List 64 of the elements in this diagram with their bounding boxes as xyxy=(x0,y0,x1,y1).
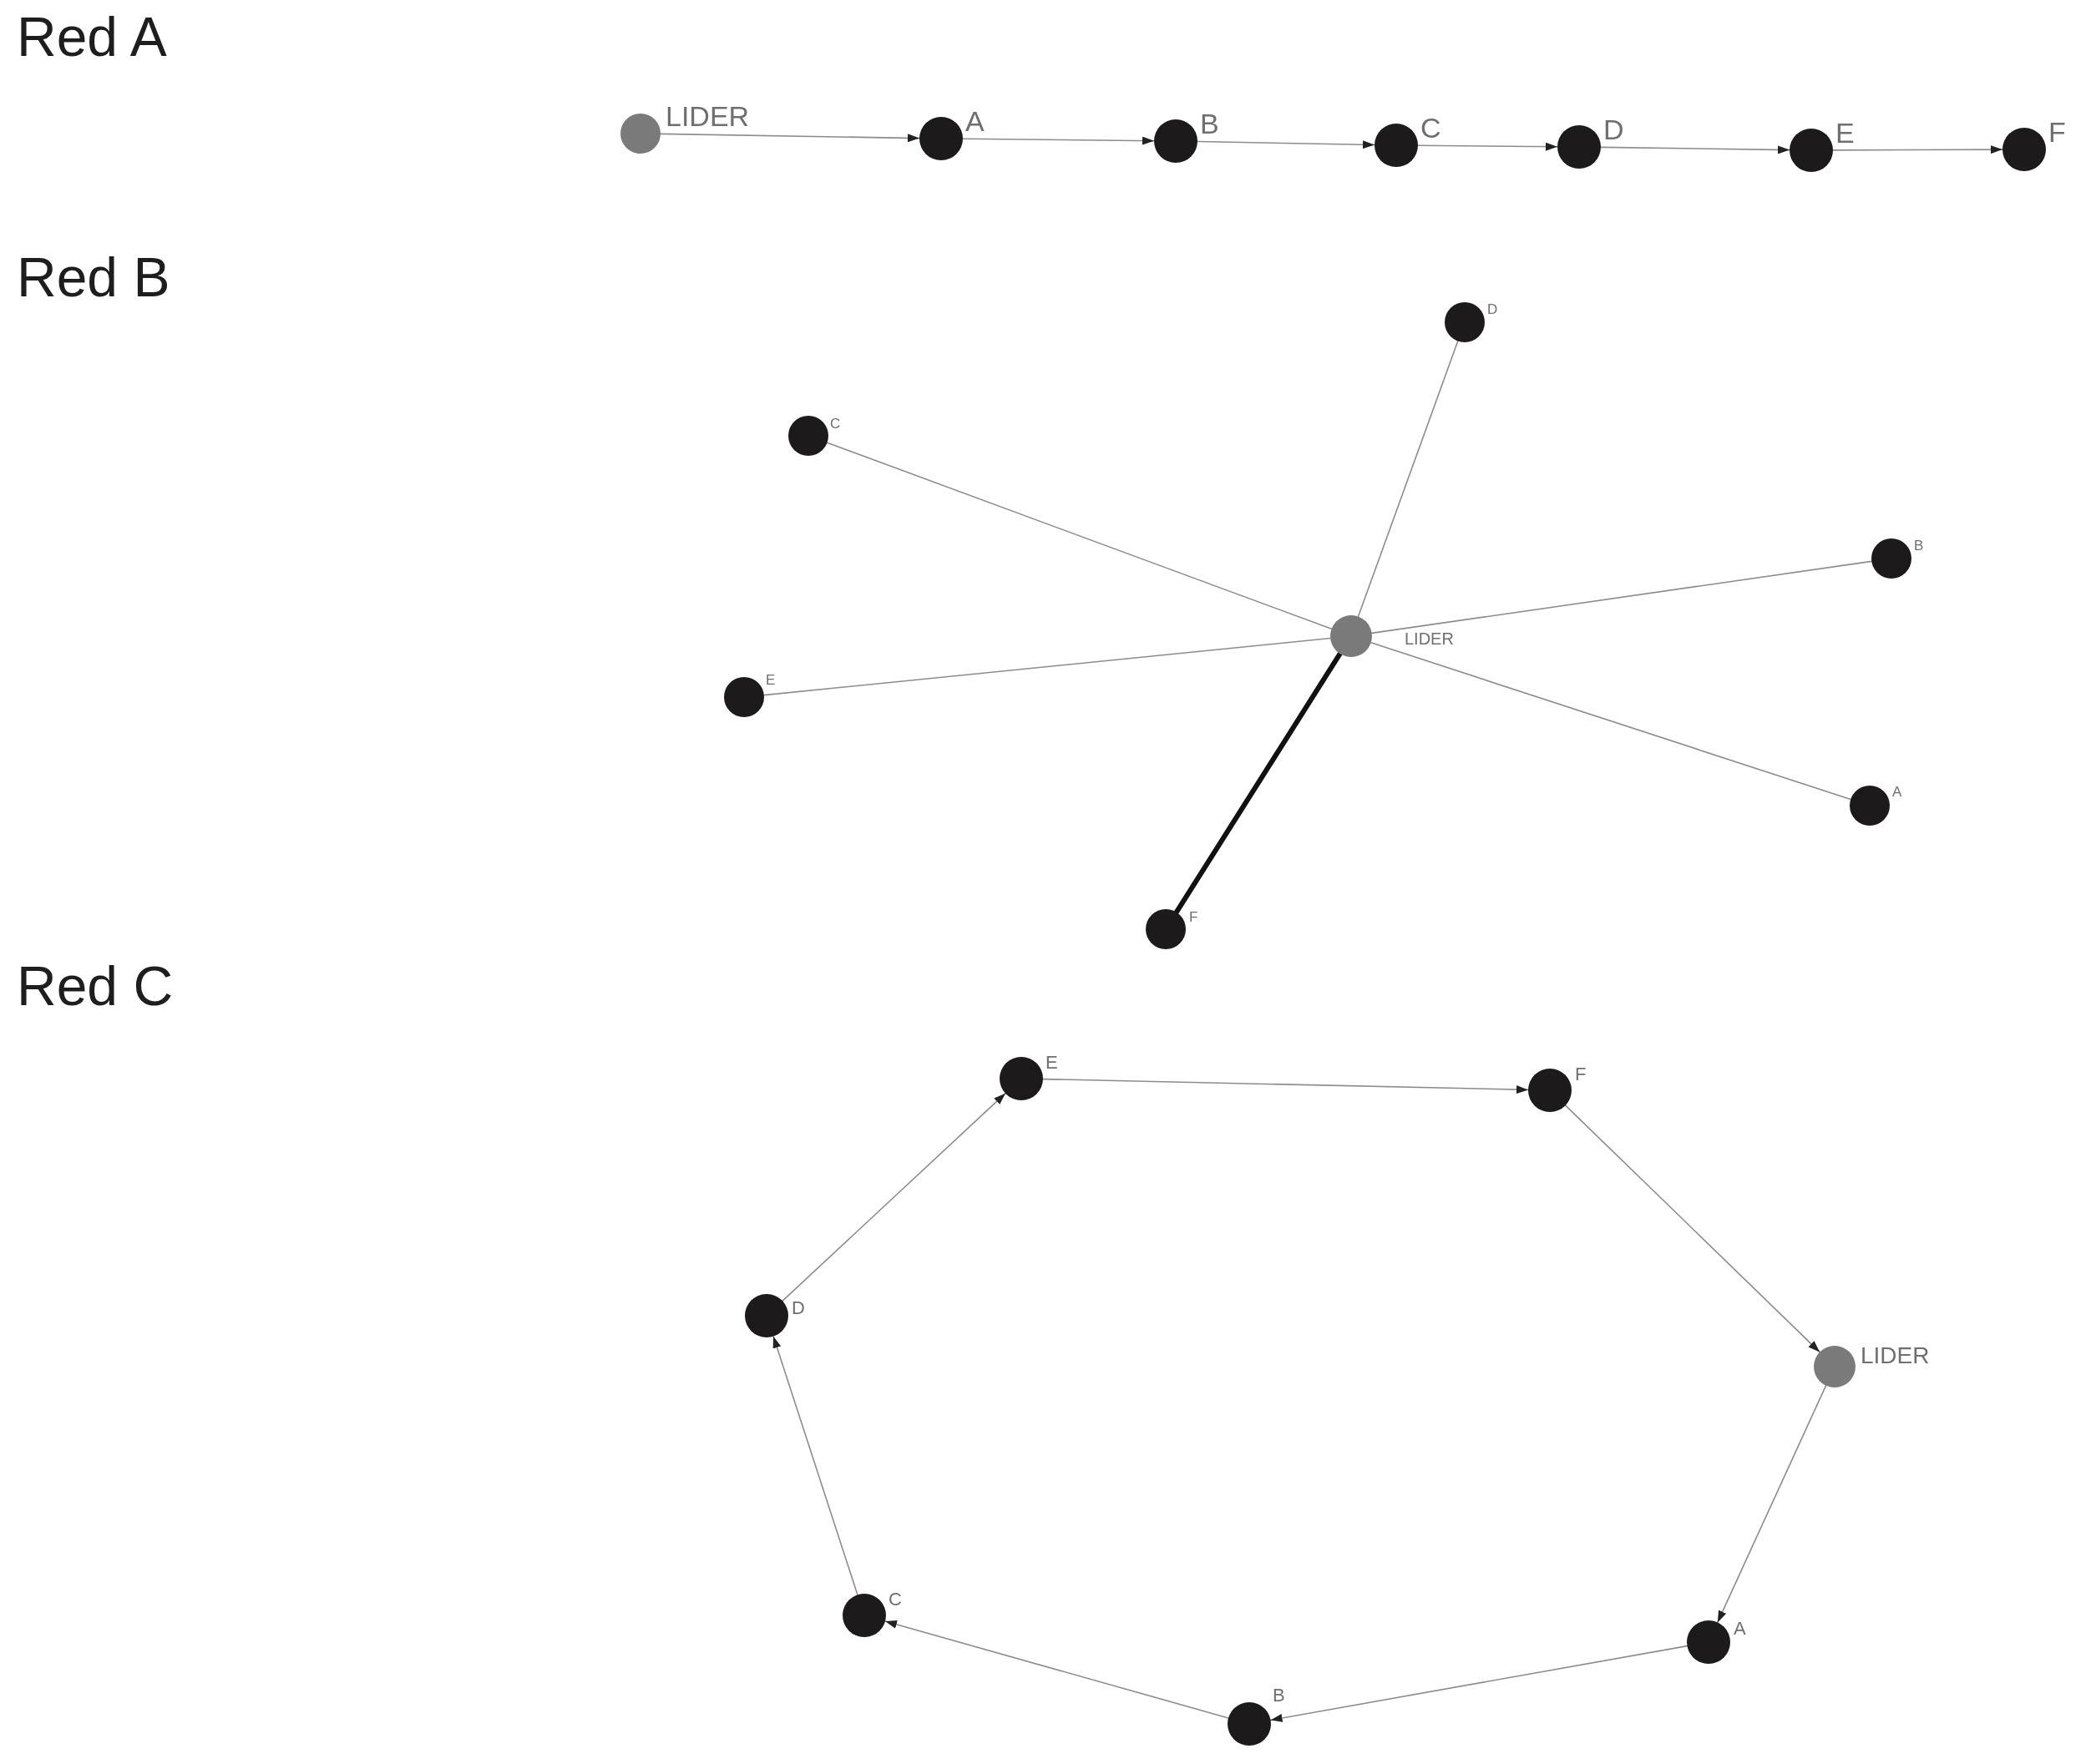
node-label: C xyxy=(1420,114,1441,142)
node-circle xyxy=(1687,1620,1730,1664)
node-label: F xyxy=(1575,1065,1587,1084)
node-circle xyxy=(1557,125,1601,169)
connector-line xyxy=(763,637,1331,696)
arrow xyxy=(1717,1384,1827,1624)
node-circle xyxy=(1330,615,1372,657)
node-circle xyxy=(1228,1702,1271,1746)
arrow xyxy=(1832,145,2003,154)
node-label: LIDER xyxy=(1861,1344,1930,1367)
node-circle xyxy=(1445,302,1485,342)
arrow xyxy=(772,1335,858,1596)
node-circle xyxy=(788,416,828,456)
node-label: C xyxy=(889,1590,902,1609)
node-label: B xyxy=(1273,1686,1285,1705)
node-circle xyxy=(745,1294,788,1337)
node-label: D xyxy=(1603,115,1624,144)
section-heading: Red A xyxy=(17,9,167,64)
node-circle xyxy=(724,677,764,717)
node-label: E xyxy=(1046,1054,1058,1072)
connector-line xyxy=(1370,560,1872,634)
arrow xyxy=(1564,1104,1820,1353)
node-label: F xyxy=(1189,910,1198,924)
node-circle xyxy=(2002,128,2046,171)
node-label: D xyxy=(1487,302,1498,316)
node-circle xyxy=(1154,119,1197,163)
node-label: E xyxy=(766,673,776,687)
node-label: C xyxy=(830,417,841,431)
node-circle xyxy=(919,117,963,160)
node-label: E xyxy=(1835,119,1855,147)
connector-line xyxy=(1370,642,1851,801)
node-label: F xyxy=(2048,118,2066,146)
connector-line xyxy=(1173,651,1343,915)
node-circle xyxy=(1790,129,1833,172)
node-label: B xyxy=(1914,538,1924,553)
arrow xyxy=(1197,140,1375,149)
connector-line xyxy=(826,442,1333,630)
node-circle xyxy=(843,1594,886,1637)
node-label: B xyxy=(1200,109,1219,138)
arrow xyxy=(1269,1645,1688,1722)
node-label: A xyxy=(965,107,985,135)
arrow xyxy=(1417,142,1558,151)
node-circle xyxy=(1000,1057,1043,1100)
node-circle xyxy=(1850,786,1890,826)
arrow xyxy=(1600,145,1790,154)
arrow xyxy=(782,1092,1006,1302)
node-circle xyxy=(1375,124,1418,167)
node-label: A xyxy=(1734,1620,1746,1638)
node-circle xyxy=(1814,1346,1856,1387)
node-circle xyxy=(620,114,661,154)
node-label: LIDER xyxy=(666,102,750,130)
node-label: A xyxy=(1892,785,1902,799)
node-circle xyxy=(1871,538,1911,579)
node-circle xyxy=(1528,1069,1572,1112)
section-heading: Red B xyxy=(17,250,170,305)
arrow xyxy=(884,1620,1229,1719)
section-heading: Red C xyxy=(17,958,174,1013)
arrow xyxy=(962,136,1155,145)
node-label: LIDER xyxy=(1405,630,1454,647)
arrow xyxy=(1042,1078,1529,1094)
node-circle xyxy=(1146,909,1186,949)
arrow xyxy=(660,133,920,143)
connector-line xyxy=(1357,340,1459,618)
node-label: D xyxy=(792,1299,805,1317)
